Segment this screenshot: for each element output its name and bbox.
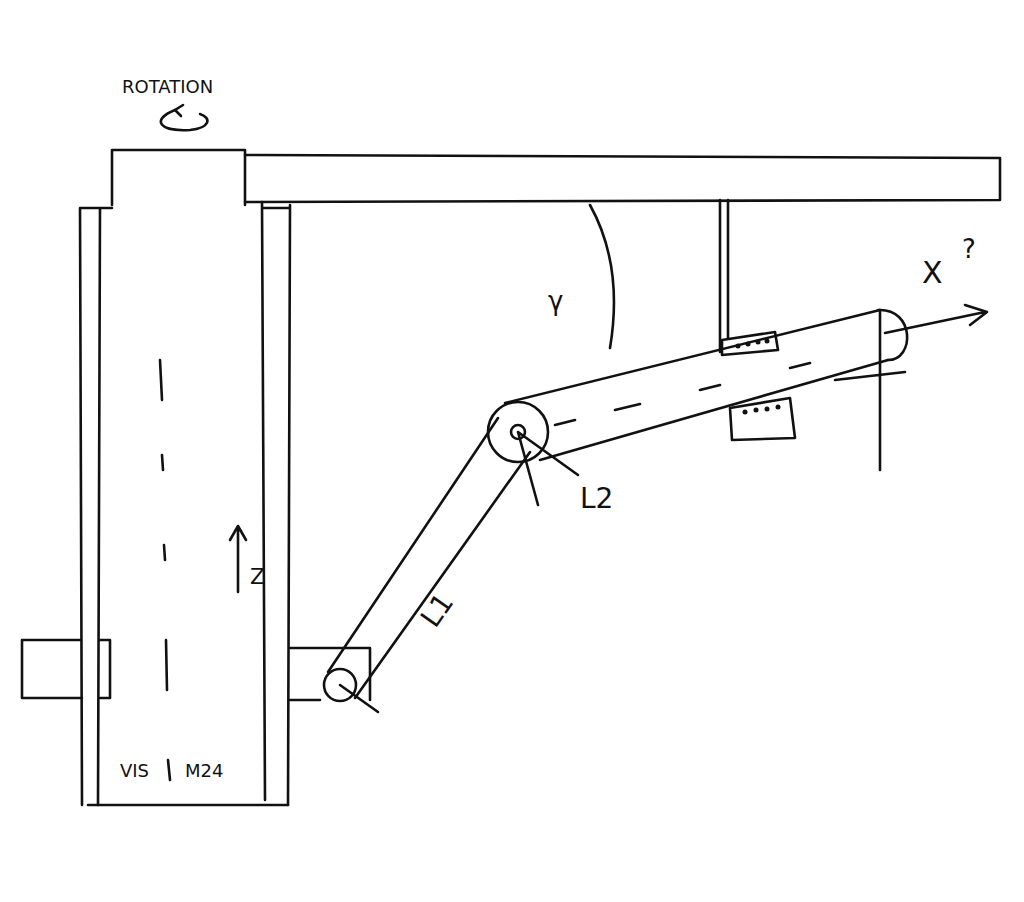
axis-line [160,360,170,780]
joint-mark [518,432,578,505]
dots [736,339,781,415]
caption-label: ROTATION [122,78,213,96]
part-label: VIS [120,762,149,780]
guide [720,200,728,352]
end-joint [835,312,905,470]
axis-label: X [922,258,943,288]
link-label: L1 [417,589,459,632]
beam [245,155,1000,202]
rotation-arrowhead [175,105,183,116]
gripper-block [730,398,795,440]
end-joint [878,310,907,360]
angle-arc [590,205,614,348]
part-label: M24 [185,762,223,780]
link-label: L2 [580,485,613,513]
axis-label: ? [962,236,976,262]
axis-label: Z [250,566,265,588]
x-arrow [885,305,987,333]
z-arrow [230,526,246,592]
angle-label: γ [548,288,563,314]
column [80,202,290,805]
gripper-block [722,332,778,355]
link-l2 [505,310,888,460]
axis-line [555,363,810,425]
column-base [88,804,288,807]
joint-mark [340,685,378,712]
rotation-arrow [161,110,208,130]
column-cap [112,150,245,205]
carriage [22,640,110,698]
link-l1 [328,418,530,698]
